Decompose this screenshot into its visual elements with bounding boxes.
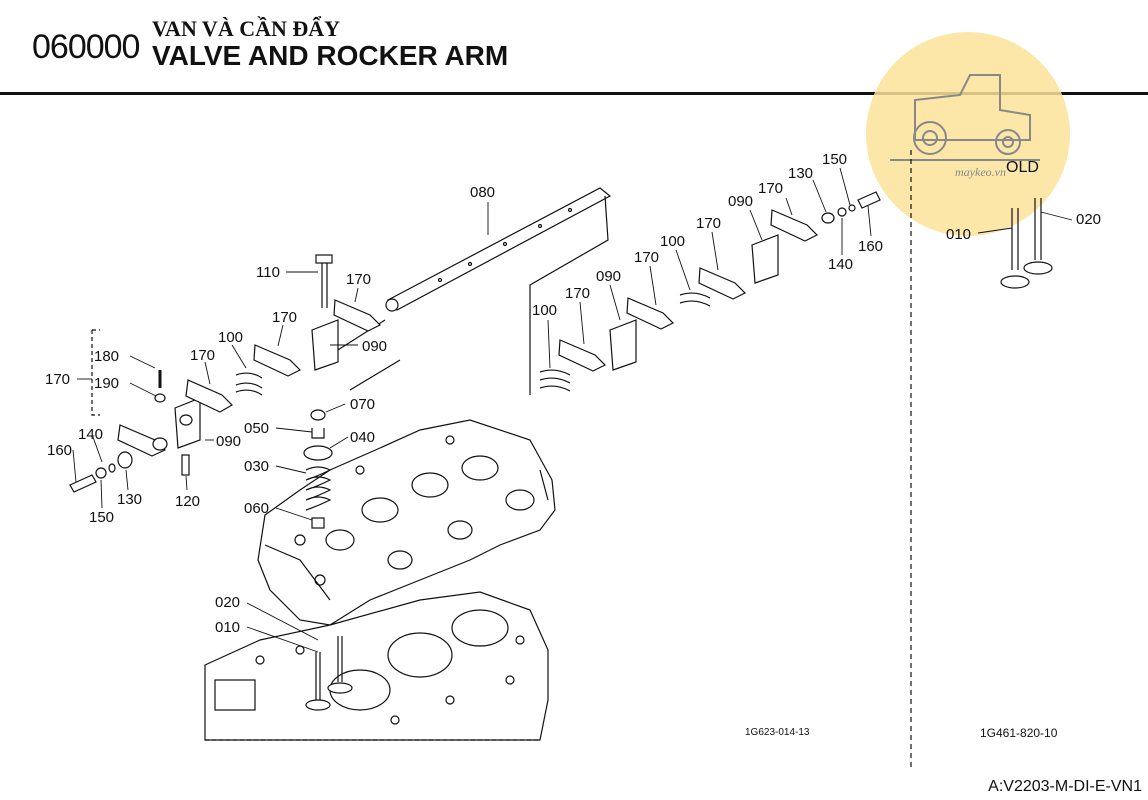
callout-100: 100 [218,329,243,346]
callout-110: 110 [256,264,280,281]
callout-010: 010 [946,226,971,243]
callout-090: 090 [596,268,621,285]
callout-100: 100 [532,302,557,319]
title-english: VALVE AND ROCKER ARM [152,40,509,71]
callout-020: 020 [215,594,240,611]
callout-140: 140 [828,256,853,273]
callout-170: 170 [272,309,297,326]
callout-020: 020 [1076,211,1101,228]
callout-100: 100 [660,233,685,250]
callout-labels: 080 110 170 170 100 090 170 180 170 190 … [45,151,1101,740]
valve-spring-stack [303,409,333,529]
left-rocker-group [69,254,382,493]
cylinder-head [257,419,556,626]
callout-070: 070 [350,396,375,413]
section-code: 060000 [32,28,140,66]
callout-150: 150 [822,151,847,168]
leader-lines [72,167,1073,653]
header-rule [0,92,1148,95]
callout-140: 140 [78,426,103,443]
callout-040: 040 [350,429,375,446]
callout-180: 180 [94,348,119,365]
callout-160: 160 [858,238,883,255]
callout-090: 090 [728,193,753,210]
diagram-reference-left: 1G623-014-13 [745,727,810,738]
tractor-icon [890,74,1040,161]
callout-170: 170 [190,347,215,364]
callout-130: 130 [117,491,142,508]
right-rocker-group [539,191,881,392]
watermark-text: maykeo.vn [955,165,1006,179]
callout-170: 170 [758,180,783,197]
valve-pair-main [305,636,353,711]
callout-060: 060 [244,500,269,517]
callout-090: 090 [216,433,241,450]
document-footer-code: A:V2203-M-DI-E-VN1 [988,778,1142,795]
watermark-logo: maykeo.vn [866,32,1070,236]
callout-130: 130 [788,165,813,182]
old-label: OLD [1006,159,1039,176]
callout-170: 170 [565,285,590,302]
callout-160: 160 [47,442,72,459]
callout-080: 080 [470,184,495,201]
callout-170: 170 [696,215,721,232]
cylinder-block [204,591,549,741]
callout-090: 090 [362,338,387,355]
callout-170: 170 [634,249,659,266]
callout-010: 010 [215,619,240,636]
callout-030: 030 [244,458,269,475]
callout-050: 050 [244,420,269,437]
callout-190: 190 [94,375,119,392]
old-valve-pair [1000,198,1053,289]
callout-170: 170 [346,271,371,288]
callout-170: 170 [45,371,70,388]
diagram-reference-right: 1G461-820-10 [980,726,1058,740]
callout-150: 150 [89,509,114,526]
callout-120: 120 [175,493,200,510]
page-header: 060000 VAN VÀ CẦN ĐẨY VALVE AND ROCKER A… [0,0,1148,96]
title-vietnamese: VAN VÀ CẦN ĐẨY [152,16,341,41]
